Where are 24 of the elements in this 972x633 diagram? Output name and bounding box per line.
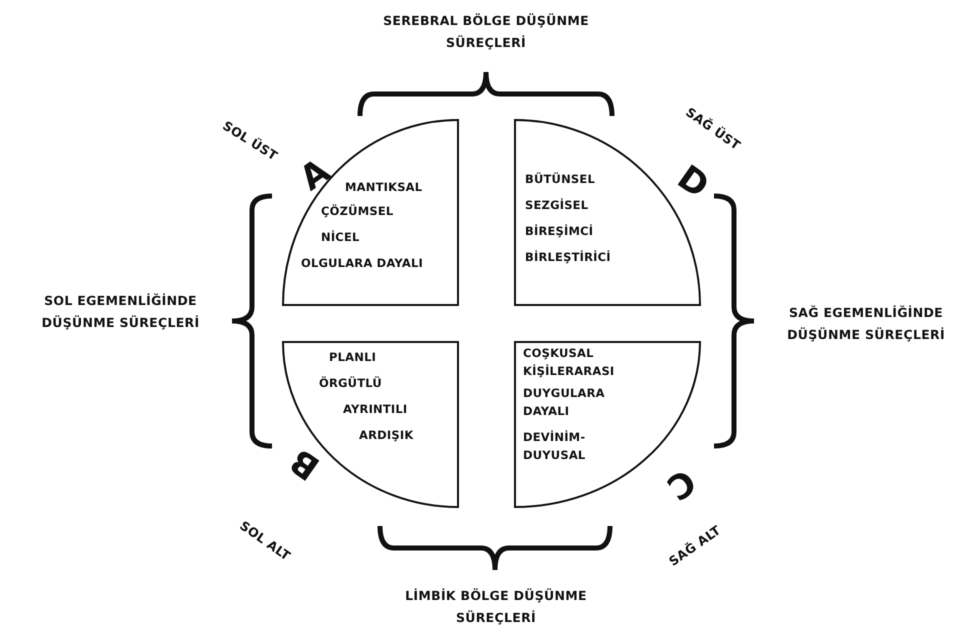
trait-text: COŞKUSAL xyxy=(523,345,595,362)
trait-text: BİRLEŞTİRİCİ xyxy=(525,249,612,266)
quadrant-letter: D xyxy=(672,160,714,204)
trait-text: SEZGİSEL xyxy=(525,197,590,214)
trait-text: ÖRGÜTLÜ xyxy=(319,375,383,392)
trait-text: MANTIKSAL xyxy=(345,179,424,196)
trait-text: KİŞİLERARASI xyxy=(523,363,616,380)
trait-text: DUYGULARA DAYALI xyxy=(523,385,606,420)
trait-text: NİCEL xyxy=(321,229,361,246)
trait-text: BİREŞİMCİ xyxy=(525,223,594,240)
region-label: SAĞ EGEMENLİĞİNDE DÜŞÜNME SÜREÇLERİ xyxy=(786,304,946,344)
region-label: SEREBRAL BÖLGE DÜŞÜNME SÜREÇLERİ xyxy=(382,12,590,52)
trait-text: AYRINTILI xyxy=(343,401,408,418)
trait-text: OLGULARA DAYALI xyxy=(301,255,424,272)
quadrant-letter: A xyxy=(294,154,336,196)
trait-text: PLANLI xyxy=(329,349,378,366)
trait-text: ÇÖZÜMSEL xyxy=(321,203,394,220)
quadrant-letter: B xyxy=(284,442,326,486)
trait-text: DEVİNİM-DUYUSAL xyxy=(523,429,586,464)
quadrant-letter: C xyxy=(661,462,701,506)
trait-text: ARDIŞIK xyxy=(359,427,414,444)
region-label: LİMBİK BÖLGE DÜŞÜNME SÜREÇLERİ xyxy=(404,587,588,627)
region-label: SOL EGEMENLİĞİNDE DÜŞÜNME SÜREÇLERİ xyxy=(40,292,200,332)
trait-text: BÜTÜNSEL xyxy=(525,171,596,188)
